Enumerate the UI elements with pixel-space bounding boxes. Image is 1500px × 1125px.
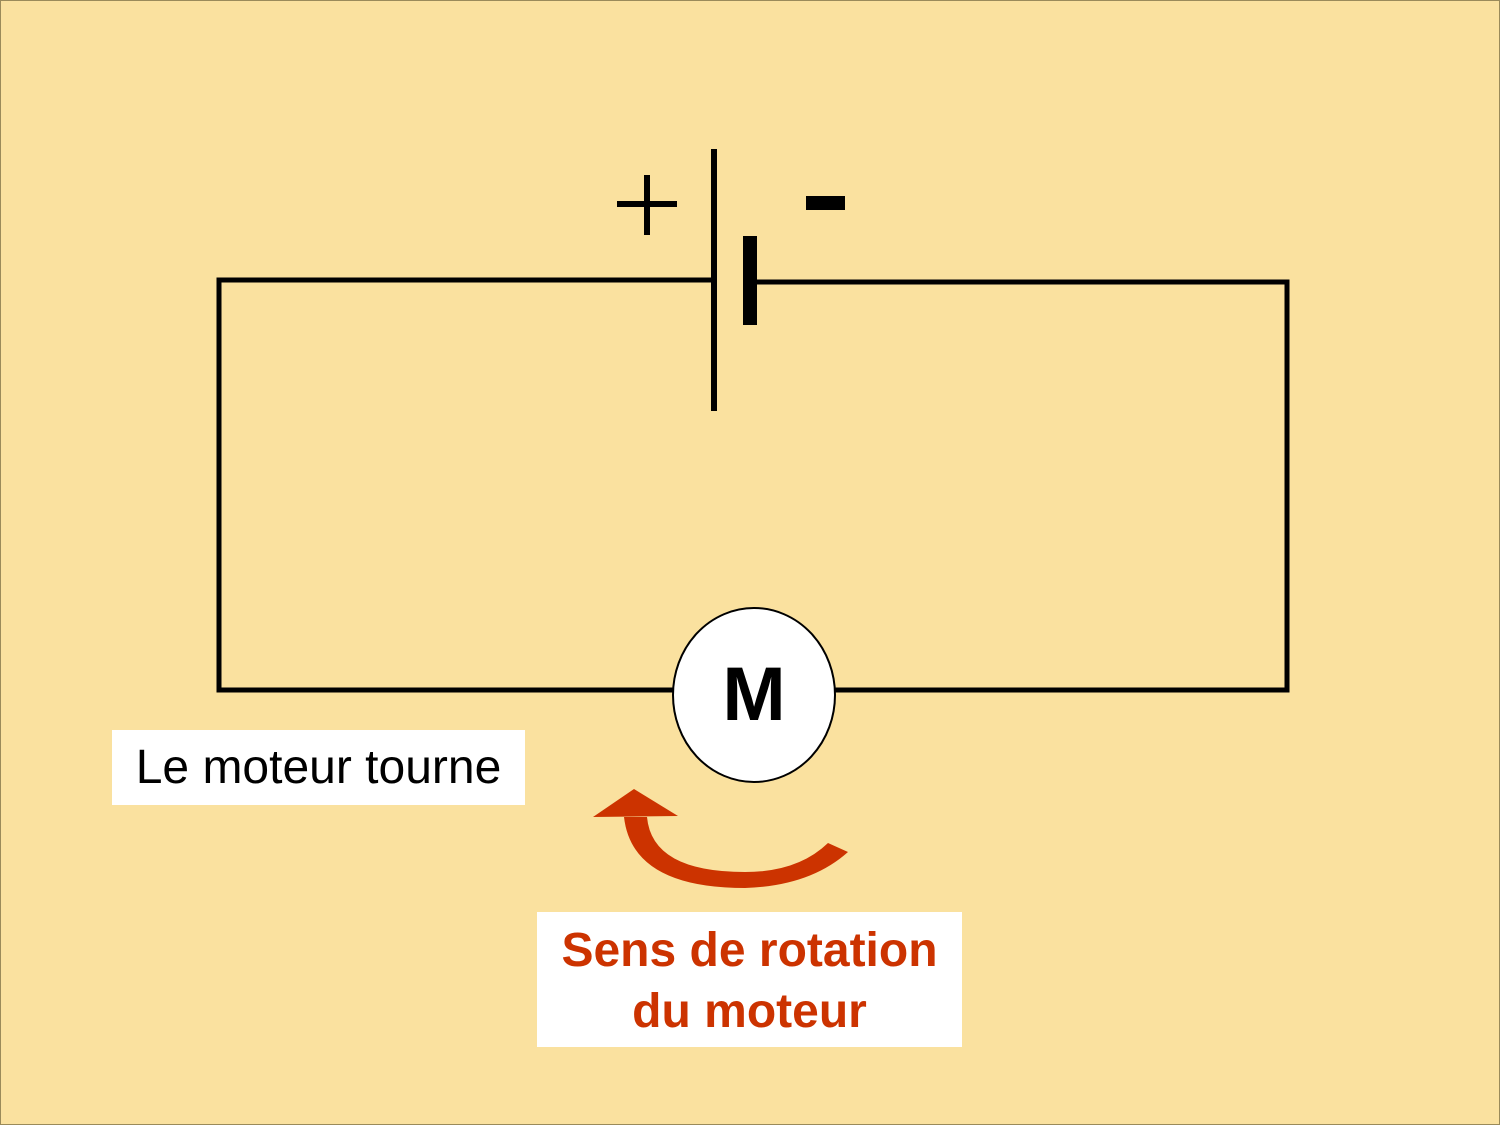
status-label: Le moteur tourne — [112, 730, 525, 805]
motor-symbol — [672, 607, 836, 783]
rotation-direction-label: Sens de rotation du moteur — [537, 912, 962, 1047]
wire-left — [216, 277, 676, 693]
plus-icon — [617, 175, 677, 235]
minus-icon — [806, 196, 845, 210]
motor-label: M — [722, 652, 786, 737]
rotation-arrow-icon — [593, 789, 848, 888]
wire-right — [754, 279, 1290, 693]
battery-positive-plate — [711, 149, 717, 411]
battery-negative-plate — [743, 236, 757, 325]
rotation-label-line1: Sens de rotation — [561, 924, 938, 977]
rotation-label-line2: du moteur — [632, 985, 867, 1038]
